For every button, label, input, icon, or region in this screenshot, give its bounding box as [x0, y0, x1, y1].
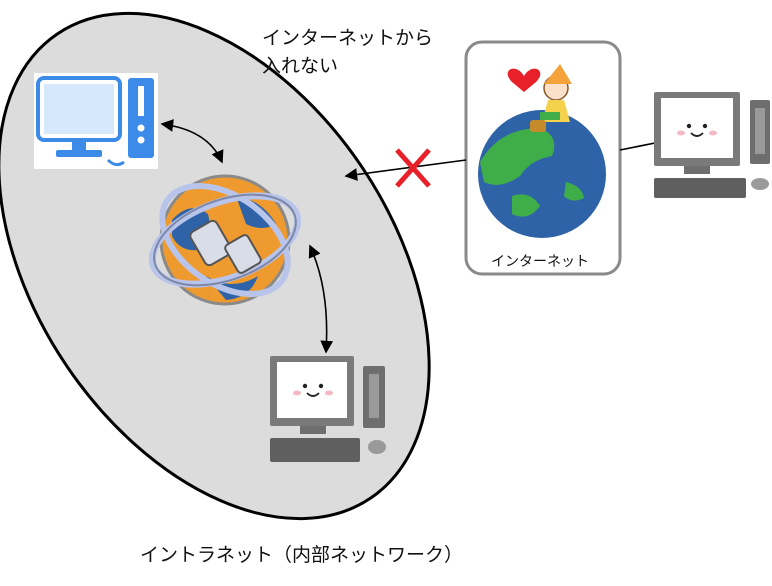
blocked-caption: インターネットから 入れない	[262, 24, 433, 80]
outside-pc-icon	[654, 92, 770, 198]
link-arrow-pc-hub	[160, 119, 224, 164]
network-hub-icon	[148, 174, 302, 306]
blocked-caption-line2: 入れない	[262, 55, 339, 77]
earth-icon	[478, 110, 606, 238]
blocked-arrow	[344, 159, 467, 181]
intranet-pc-icon	[270, 356, 386, 462]
blocked-x-icon	[395, 148, 431, 188]
outside-link-line	[619, 141, 661, 151]
blue-pc-icon	[34, 73, 158, 169]
intranet-label: イントラネット（内部ネットワーク）	[140, 544, 464, 566]
link-arrow-hub-pc	[308, 244, 334, 354]
blocked-caption-line1: インターネットから	[262, 27, 434, 49]
girl-with-heart-icon	[507, 64, 572, 132]
internet-box-label: インターネット	[491, 254, 589, 270]
